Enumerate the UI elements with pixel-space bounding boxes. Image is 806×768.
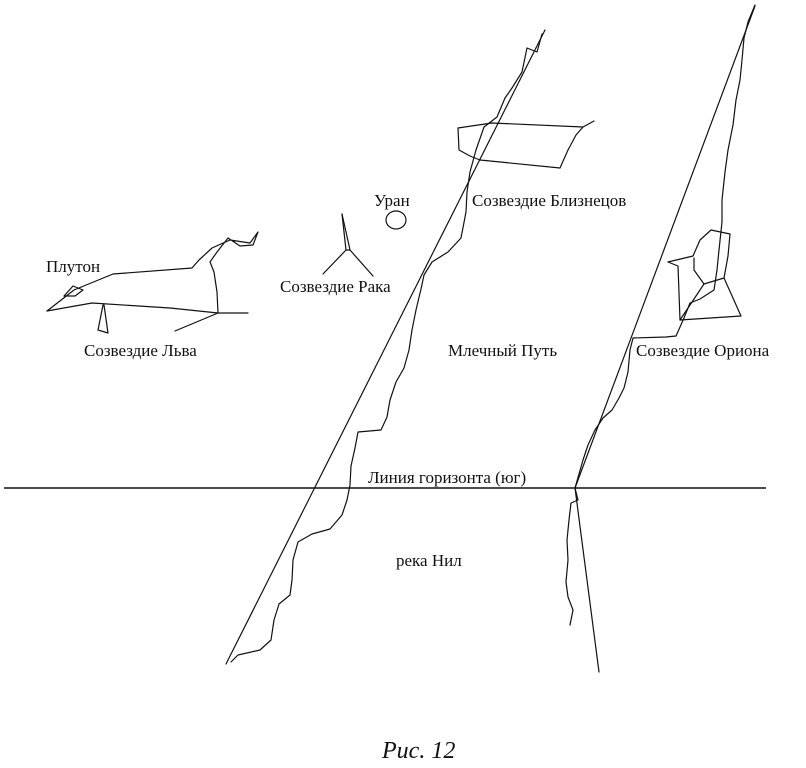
nile-left-edge <box>565 487 579 626</box>
cancer-shape <box>322 213 347 275</box>
orion-label: Созвездие Ориона <box>636 341 770 360</box>
orion-shape <box>667 229 731 285</box>
milky-way-right-ragged-edge <box>574 4 756 489</box>
nile-label: река Нил <box>396 551 462 570</box>
cancer-branch <box>341 213 374 277</box>
leo-body <box>46 231 259 332</box>
horizon-label: Линия горизонта (юг) <box>368 468 526 487</box>
gemini-label: Созвездие Близнецов <box>472 191 626 210</box>
leo-head <box>63 285 84 297</box>
nile-right-edge <box>574 487 600 673</box>
uranus-label: Уран <box>374 191 410 210</box>
gemini-tail <box>582 120 595 128</box>
leo-leg <box>97 304 109 334</box>
leo-label: Созвездие Льва <box>84 341 197 360</box>
leo-belly <box>46 302 249 314</box>
milky-way-right-edge <box>574 5 756 489</box>
uranus-planet-icon <box>385 210 407 230</box>
milky-way-label: Млечный Путь <box>448 341 557 360</box>
milky-way-inner-ragged-edge <box>230 33 543 663</box>
figure-caption: Рис. 12 <box>381 738 455 764</box>
pluto-label: Плутон <box>46 257 100 276</box>
milky-way-left-edge <box>225 29 546 665</box>
orion-side <box>667 261 681 321</box>
gemini-shape <box>457 122 584 169</box>
orion-lower <box>679 277 742 321</box>
cancer-label: Созвездие Рака <box>280 277 391 296</box>
